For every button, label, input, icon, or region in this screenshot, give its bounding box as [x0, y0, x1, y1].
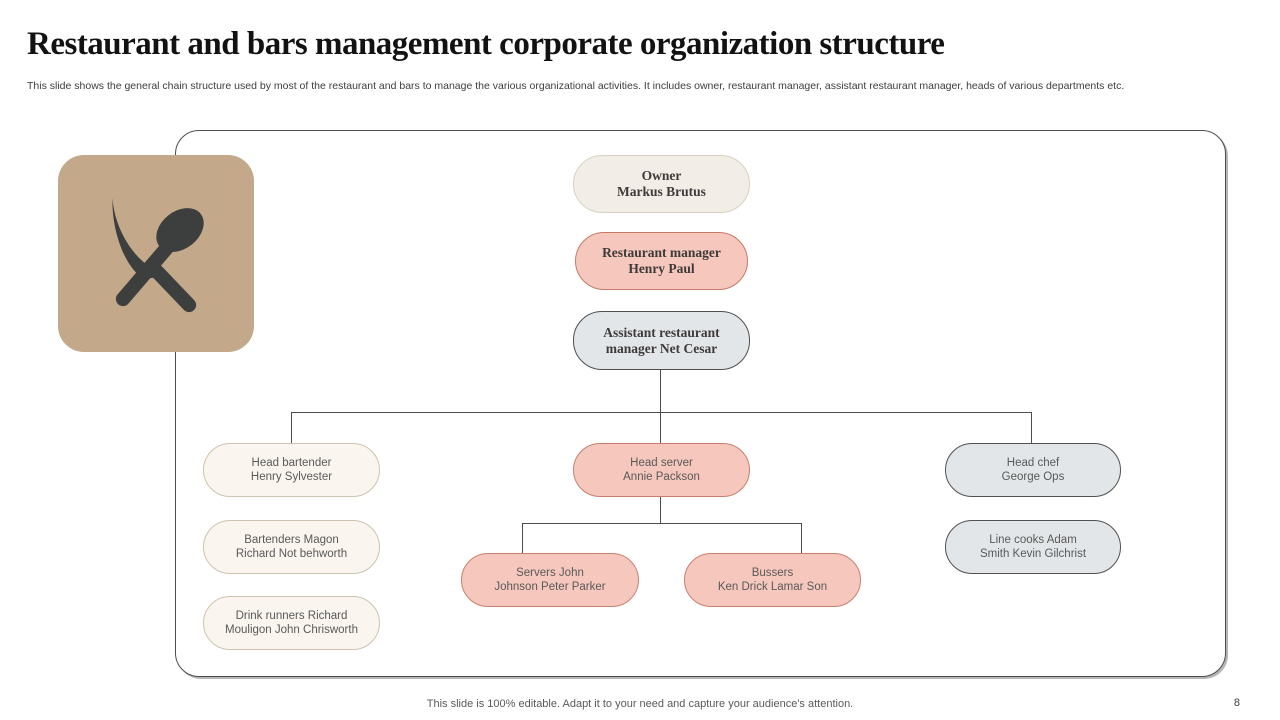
- org-node-assistant-manager: Assistant restaurant manager Net Cesar: [573, 311, 759, 374]
- org-node-text: Assistant restaurant: [603, 324, 720, 340]
- org-node-bussers: Bussers Ken Drick Lamar Son: [684, 553, 861, 607]
- org-node-text: Head server: [630, 456, 693, 469]
- connector-line: [660, 412, 661, 443]
- crossed-knife-and-spoon-icon: [58, 155, 254, 352]
- connector-line: [291, 412, 292, 443]
- org-node-head-bartender: Head bartender Henry Sylvester: [203, 443, 380, 497]
- connector-line: [801, 523, 802, 553]
- footer-note: This slide is 100% editable. Adapt it to…: [426, 698, 854, 710]
- org-node-text: Annie Packson: [623, 471, 700, 483]
- connector-line: [1031, 412, 1032, 443]
- org-node-text: Ken Drick Lamar Son: [717, 581, 828, 593]
- slide-description: This slide shows the general chain struc…: [27, 80, 1125, 92]
- org-node-text: Head chef: [1006, 456, 1060, 469]
- page-number: 8: [1233, 697, 1240, 709]
- connector-line: [522, 523, 802, 524]
- connector-line: [291, 412, 1032, 413]
- org-node-text: Mouligon John Chrisworth: [225, 624, 358, 636]
- org-node-text: Bussers: [751, 566, 794, 579]
- page-title: Restaurant and bars management corporate…: [27, 26, 945, 62]
- org-node-text: Head bartender: [251, 456, 332, 469]
- org-node-head-server: Head server Annie Packson: [573, 443, 750, 497]
- org-node-text: Drink runners Richard: [235, 609, 348, 622]
- org-node-owner: Owner Markus Brutus: [573, 155, 759, 217]
- org-node-text: Bartenders Magon: [244, 533, 339, 546]
- org-node-line-cooks: Line cooks Adam Smith Kevin Gilchrist: [945, 520, 1121, 574]
- connector-line: [660, 497, 661, 523]
- org-node-text: Henry Sylvester: [250, 471, 333, 483]
- org-node-text: Restaurant manager: [602, 245, 721, 260]
- connector-line: [522, 523, 523, 553]
- org-node-text: Servers John: [516, 566, 584, 579]
- org-node-text: Smith Kevin Gilchrist: [979, 548, 1087, 560]
- org-node-text: Line cooks Adam: [989, 533, 1077, 546]
- org-node-head-chef: Head chef George Ops: [945, 443, 1121, 497]
- org-node-text: George Ops: [1001, 471, 1065, 483]
- org-node-text: Henry Paul: [628, 261, 695, 276]
- org-node-text: Owner: [641, 168, 682, 183]
- org-node-text: Richard Not behworth: [235, 548, 348, 560]
- org-node-text: manager Net Cesar: [605, 340, 718, 356]
- org-node-bartenders: Bartenders Magon Richard Not behworth: [203, 520, 380, 574]
- org-node-text: Markus Brutus: [617, 184, 706, 199]
- org-node-text: Johnson Peter Parker: [494, 581, 606, 593]
- org-node-drink-runners: Drink runners Richard Mouligon John Chri…: [203, 596, 380, 650]
- org-node-restaurant-manager: Restaurant manager Henry Paul: [575, 232, 757, 294]
- org-node-servers: Servers John Johnson Peter Parker: [461, 553, 639, 607]
- connector-line: [660, 370, 661, 412]
